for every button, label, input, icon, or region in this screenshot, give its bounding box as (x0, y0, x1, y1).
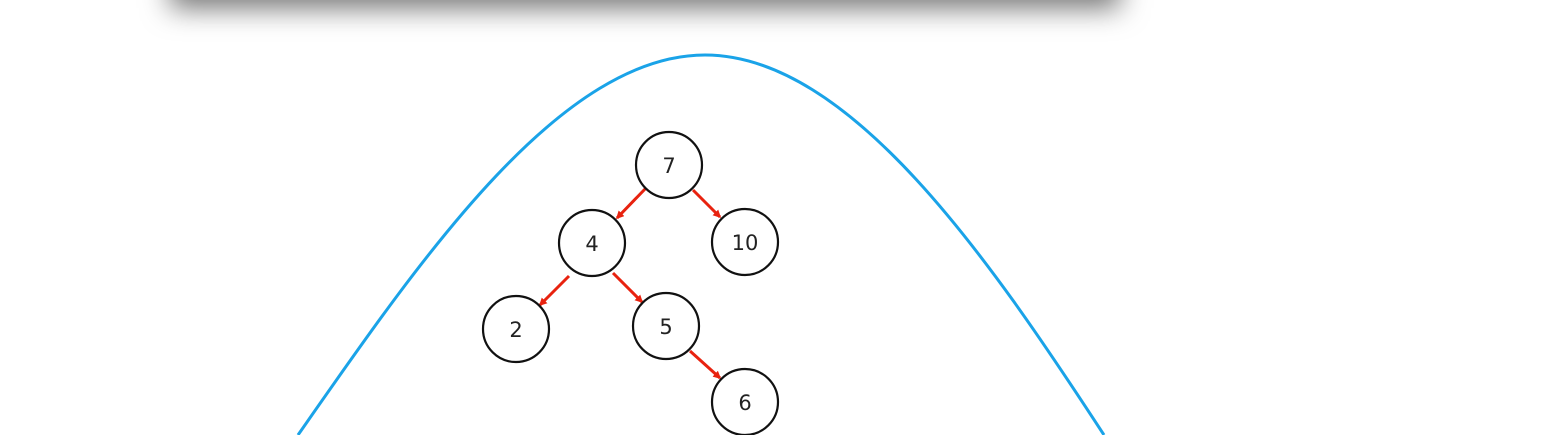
node-label: 6 (738, 391, 751, 415)
tree-node-5: 5 (631, 291, 701, 361)
edge-4-2 (538, 274, 571, 307)
node-label: 4 (585, 232, 598, 256)
tree-node-2: 2 (481, 294, 551, 364)
node-label: 10 (732, 231, 759, 255)
edge-7-10 (691, 188, 722, 219)
node-label: 5 (659, 315, 672, 339)
tree-node-10: 10 (710, 207, 780, 277)
tree-node-4: 4 (557, 208, 627, 278)
node-label: 7 (662, 154, 675, 178)
tree-node-7: 7 (634, 130, 704, 200)
bell-curve (296, 53, 1106, 435)
edge-4-5 (611, 271, 644, 304)
edge-5-6 (688, 349, 722, 380)
node-label: 2 (509, 318, 522, 342)
edge-7-4 (615, 186, 648, 220)
tree-node-6: 6 (710, 367, 780, 435)
